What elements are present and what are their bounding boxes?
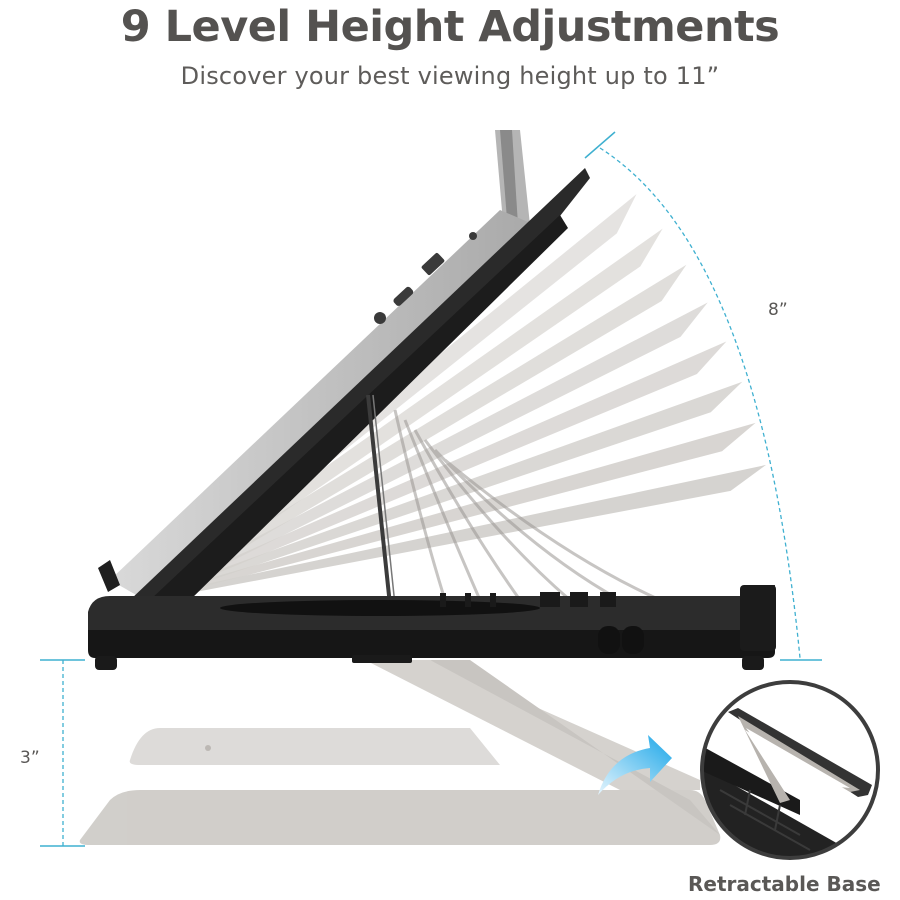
ghost-base xyxy=(79,660,721,845)
stand-base xyxy=(88,585,776,670)
height-level-panel xyxy=(140,422,756,602)
page-subtitle: Discover your best viewing height up to … xyxy=(180,62,720,90)
usb-port-icon xyxy=(421,252,445,276)
adjust-knob-left xyxy=(598,626,620,654)
foot-left xyxy=(95,656,117,670)
page-title: 9 Level Height Adjustments xyxy=(120,2,780,52)
stand-top-panel xyxy=(98,168,590,605)
screw-icon xyxy=(205,745,211,751)
inset-caption: Retractable Base xyxy=(688,872,881,896)
arc-height-label: 8” xyxy=(768,300,788,320)
height-level-panel xyxy=(140,381,743,602)
height-level-panel xyxy=(140,302,708,602)
hdmi-port-icon xyxy=(393,286,414,306)
dimension-arc-8in xyxy=(584,131,822,661)
audio-port-icon xyxy=(374,312,386,324)
foot-right xyxy=(742,656,764,670)
retract-arrow-icon xyxy=(598,735,672,795)
height-level-panel xyxy=(140,264,687,602)
base-height-label: 3” xyxy=(20,748,40,768)
support-strut xyxy=(366,394,392,606)
laptop xyxy=(110,130,535,600)
ghost-struts xyxy=(393,409,661,602)
adjust-knob-right xyxy=(622,626,644,654)
dimension-base-3in xyxy=(40,659,85,847)
height-level-panel xyxy=(140,341,727,602)
